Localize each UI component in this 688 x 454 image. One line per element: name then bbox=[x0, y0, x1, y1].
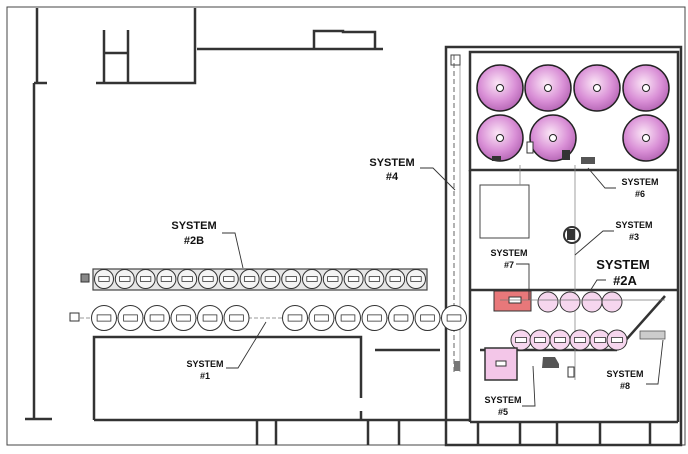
label-line: #3 bbox=[629, 232, 639, 242]
label-line: #7 bbox=[504, 260, 514, 270]
label-line: SYSTEM bbox=[186, 359, 223, 369]
label-line: #1 bbox=[200, 371, 210, 381]
blank-room-box bbox=[479, 184, 530, 239]
system-5-pump bbox=[542, 357, 559, 368]
label-system-4: SYSTEM #4 bbox=[369, 157, 456, 191]
label-line: SYSTEM bbox=[606, 369, 643, 379]
label-line: #5 bbox=[498, 407, 508, 417]
system-8-tanks bbox=[510, 329, 628, 351]
system-6-tanks bbox=[476, 64, 670, 162]
label-system-2b: SYSTEM #2B bbox=[171, 220, 244, 269]
label-line: SYSTEM bbox=[171, 220, 216, 232]
label-line: #6 bbox=[635, 189, 645, 199]
label-line: SYSTEM bbox=[490, 248, 527, 258]
system-1-tanks bbox=[91, 305, 467, 331]
label-line: SYSTEM bbox=[369, 157, 414, 169]
tank bbox=[581, 291, 603, 313]
tank bbox=[537, 291, 559, 313]
label-line: #2B bbox=[184, 235, 204, 247]
system-1-unit bbox=[69, 312, 80, 322]
system-2a-tanks bbox=[537, 291, 623, 313]
plan-border bbox=[6, 6, 686, 446]
label-line: #4 bbox=[386, 171, 399, 183]
label-system-3: SYSTEM #3 bbox=[574, 220, 653, 256]
system-2b-unit bbox=[80, 273, 90, 283]
label-system-2a: SYSTEM #2A bbox=[589, 257, 650, 292]
label-system-8: SYSTEM #8 bbox=[606, 339, 664, 391]
system-2b-tanks bbox=[94, 269, 426, 289]
label-system-5: SYSTEM #5 bbox=[484, 365, 536, 417]
label-system-1: SYSTEM #1 bbox=[186, 321, 267, 381]
label-line: SYSTEM bbox=[484, 395, 521, 405]
label-line: SYSTEM bbox=[621, 177, 658, 187]
label-line: SYSTEM bbox=[615, 220, 652, 230]
label-line: #2A bbox=[613, 273, 637, 288]
label-system-7: SYSTEM #7 bbox=[490, 248, 530, 300]
label-system-6: SYSTEM #6 bbox=[587, 167, 659, 199]
label-line: #8 bbox=[620, 381, 630, 391]
tank bbox=[559, 291, 581, 313]
system-2b-frame bbox=[92, 268, 428, 291]
system-3-equipment bbox=[563, 226, 581, 244]
tank bbox=[601, 291, 623, 313]
left-building-walls bbox=[25, 8, 470, 445]
label-line: SYSTEM bbox=[596, 257, 649, 272]
